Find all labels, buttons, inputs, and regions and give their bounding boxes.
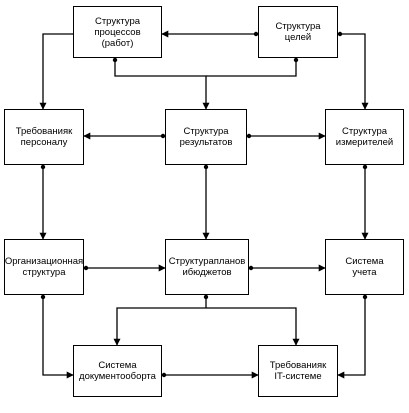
node-metrics-structure: Структура измерителей (325, 109, 404, 165)
node-goals-structure: Структура целей (258, 6, 338, 58)
connector-dot (203, 294, 209, 300)
connector-dot (362, 294, 368, 300)
node-plans-budgets-structure: Структурапланов ибюджетов (165, 239, 249, 295)
node-process-structure: Структура процессов (работ) (73, 6, 162, 58)
connector-dot (160, 133, 166, 139)
node-label: Структура целей (275, 21, 321, 43)
edge-org-to-docflow (42, 295, 74, 379)
node-label: Система документооборта (79, 360, 156, 382)
connector-dot (253, 31, 259, 37)
node-label: Требованияк IT-системе (269, 360, 327, 382)
node-label: Требованияк персоналу (15, 126, 73, 148)
node-label: Структура измерителей (335, 126, 394, 148)
edge-plans-to-docflow (113, 307, 206, 346)
connector-dot (40, 164, 46, 170)
node-it-requirements: Требованияк IT-системе (258, 345, 338, 397)
node-accounting-system: Система учета (325, 239, 404, 295)
node-document-flow-system: Система документооборта (73, 345, 162, 397)
node-results-structure: Структура результатов (165, 109, 247, 165)
node-label: Структура результатов (179, 126, 233, 148)
edge-account-to-it (337, 295, 366, 379)
edge-process-to-staff (39, 33, 73, 110)
node-org-structure: Организационная структура (4, 239, 84, 295)
node-label: Организационная структура (4, 256, 84, 278)
edge-plans-to-it (206, 307, 300, 346)
edge-goals-to-results (206, 58, 297, 77)
connector-dot (112, 57, 118, 63)
connector-dot (203, 164, 209, 170)
edge-goals-to-metrics (338, 33, 369, 110)
node-label: Структурапланов ибюджетов (168, 256, 246, 278)
connector-dot (362, 164, 368, 170)
connector-dot (293, 57, 299, 63)
connector-dot (161, 372, 167, 378)
node-label: Структура процессов (работ) (94, 15, 141, 49)
connector-dot (40, 294, 46, 300)
connector-dot (248, 265, 254, 271)
connector-dot (246, 133, 252, 139)
node-label: Система учета (345, 256, 384, 278)
connector-dot (83, 265, 89, 271)
connector-dot (337, 31, 343, 37)
edge-process-to-results (114, 58, 210, 110)
node-staff-requirements: Требованияк персоналу (4, 109, 84, 165)
